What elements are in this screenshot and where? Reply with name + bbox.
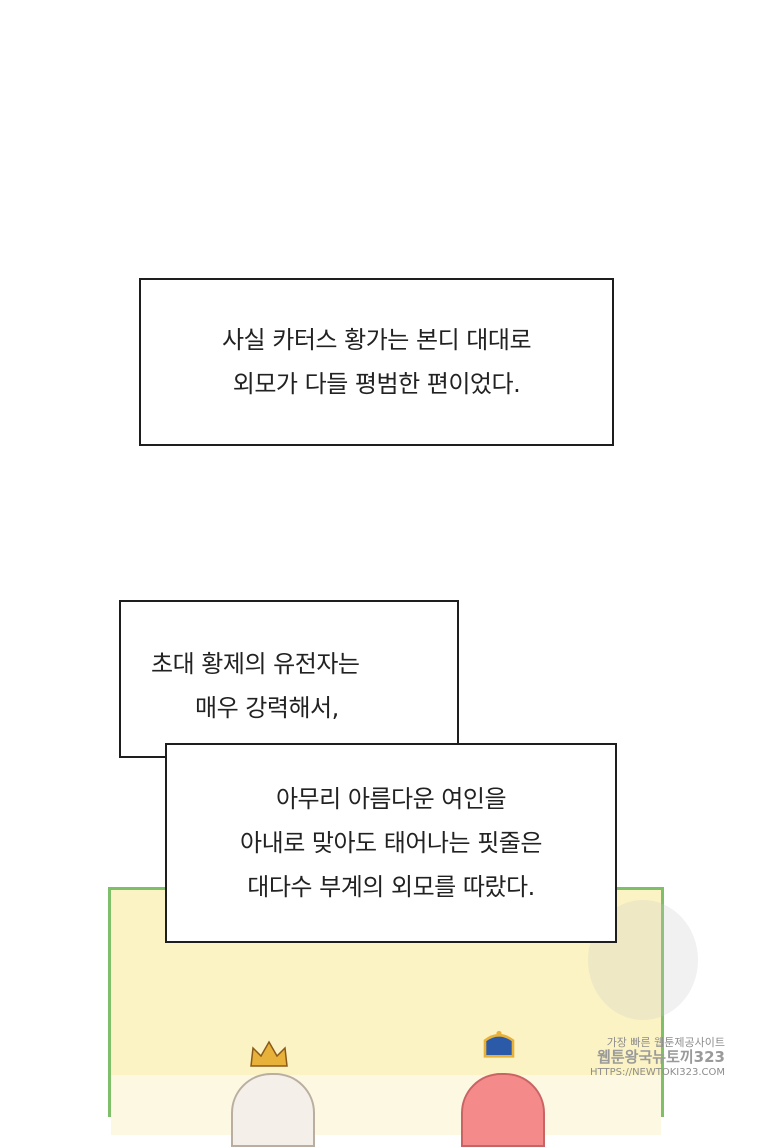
- watermark-tagline: 가장 빠른 웹툰제공사이트: [606, 1035, 725, 1049]
- narration-line: 대다수 부계의 외모를 따랐다.: [247, 873, 535, 901]
- narration-line: 초대 황제의 유전자는: [151, 650, 360, 678]
- narration-box-2-top: 초대 황제의 유전자는 매우 강력해서,: [119, 600, 459, 758]
- narration-box-1: 사실 카터스 황가는 본디 대대로 외모가 다들 평범한 편이었다.: [139, 278, 614, 446]
- narration-line: 아내로 맞아도 태어나는 핏줄은: [240, 829, 542, 857]
- panel-floor: [111, 1075, 661, 1135]
- watermark-url: HTTPS://NEWTOKI323.COM: [590, 1066, 725, 1078]
- crown-icon: [250, 1040, 288, 1067]
- narration-line: 사실 카터스 황가는 본디 대대로: [221, 326, 532, 354]
- narration-line: 아무리 아름다운 여인을: [275, 785, 507, 813]
- character-pink-hair: [461, 1073, 545, 1147]
- blue-crown-icon: [483, 1030, 515, 1058]
- narration-line: 매우 강력해서,: [195, 694, 339, 722]
- watermark-brand: 웹툰왕국뉴토끼323: [597, 1048, 725, 1067]
- narration-box-2-bottom: 아무리 아름다운 여인을 아내로 맞아도 태어나는 핏줄은 대다수 부계의 외모…: [165, 743, 617, 943]
- narration-line: 외모가 다들 평범한 편이었다.: [232, 370, 521, 398]
- watermark: 가장 빠른 웹툰제공사이트 웹툰왕국뉴토끼323 HTTPS://NEWTOKI…: [590, 1035, 725, 1078]
- character-white-hair: [231, 1073, 315, 1147]
